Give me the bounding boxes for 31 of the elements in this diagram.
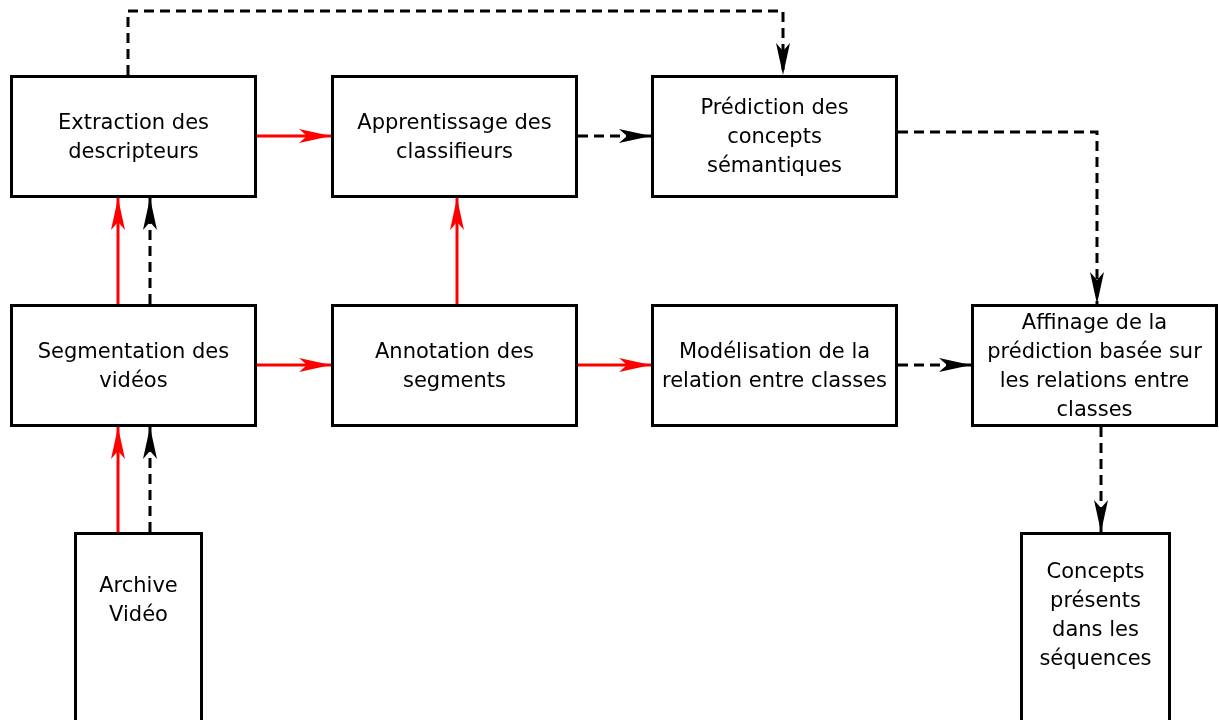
process-box: [10, 304, 257, 427]
process-box: [10, 75, 257, 198]
arrow: [126, 9, 790, 75]
arrow: [450, 198, 464, 304]
arrow: [111, 427, 125, 532]
arrow: [898, 358, 971, 372]
arrow: [257, 358, 331, 372]
arrow: [898, 130, 1104, 304]
box-label: Extraction des descripteurs: [56, 108, 211, 165]
arrow: [143, 427, 157, 532]
box-label: Prédiction des concepts sémantiques: [699, 94, 850, 179]
process-box: [971, 304, 1218, 427]
arrow: [143, 198, 157, 304]
box-label: Apprentissage des classifieurs: [356, 108, 553, 165]
arrow: [578, 129, 651, 143]
box-label: Modélisation de la relation entre classes: [662, 337, 887, 394]
arrow: [257, 129, 331, 143]
process-box: [331, 75, 578, 198]
box-label: Annotation des segments: [374, 337, 535, 394]
box-label: Segmentation des vidéos: [36, 337, 231, 394]
process-box: [651, 75, 898, 198]
process-box: [331, 304, 578, 427]
process-box: [74, 532, 203, 720]
arrow: [578, 358, 651, 372]
process-box: [1020, 532, 1171, 720]
arrow: [111, 198, 125, 304]
box-label: Concepts présents dans les séquences: [1038, 558, 1153, 672]
box-label: Affinage de la prédiction basée sur les relations entre classes: [986, 308, 1203, 423]
arrow: [1094, 427, 1108, 532]
process-box: [651, 304, 898, 427]
box-label: Archive Vidéo: [98, 572, 179, 628]
